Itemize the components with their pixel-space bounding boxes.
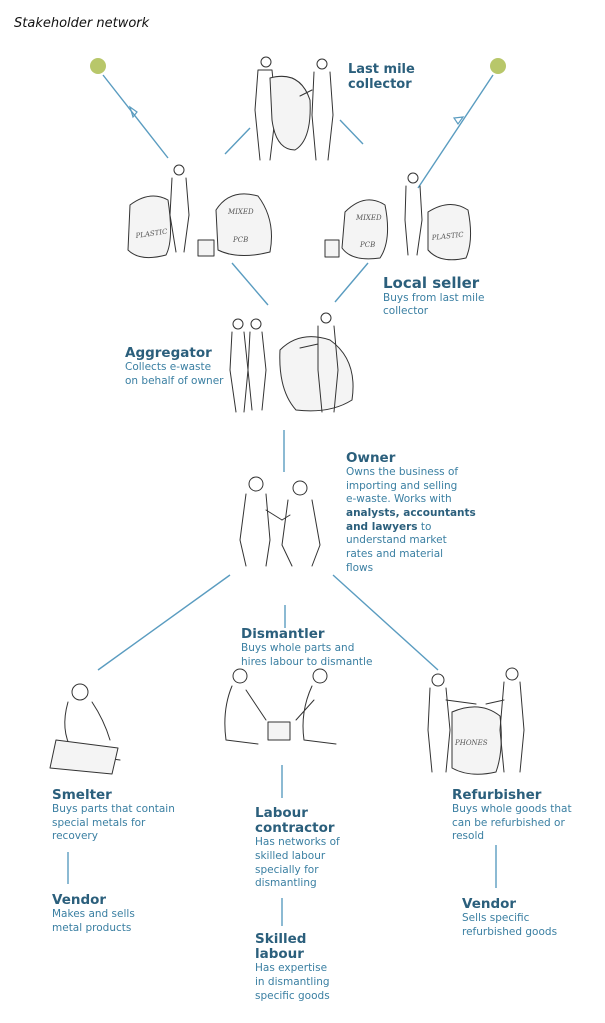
link-dot-right-to-collector xyxy=(417,74,494,189)
node-refurbisher: Refurbisher Buys whole goods that can be… xyxy=(452,787,572,844)
node-refurbisher-name: Refurbisher xyxy=(452,787,542,803)
node-local-seller: Local seller Buys from last mile collect… xyxy=(383,275,484,319)
link-lastmile-right xyxy=(339,119,364,145)
node-dismantler: Dismantler Buys whole parts and hires la… xyxy=(241,626,373,669)
node-owner: Owner Owns the business of importing and… xyxy=(346,450,476,575)
node-refurbisher-desc-3: resold xyxy=(452,830,485,843)
node-owner-name: Owner xyxy=(346,450,396,466)
node-smelter: Smelter Buys parts that contain special … xyxy=(52,787,175,844)
node-dismantler-desc-1: Buys whole parts and xyxy=(241,642,355,655)
node-last-mile-collector: Last mile collector xyxy=(348,62,415,92)
node-skilled-labour: Skilled labour Has expertise in dismantl… xyxy=(255,931,330,1003)
page-title: Stakeholder network xyxy=(14,16,150,31)
node-skilled-labour-desc-2: in dismantling xyxy=(255,975,330,988)
node-aggregator-desc-2: on behalf of owner xyxy=(125,374,224,387)
sketch-right-seller: MIXED PCB PLASTIC xyxy=(324,172,472,261)
node-refurbisher-desc-2: can be refurbished or xyxy=(452,816,565,829)
svg-text:PCB: PCB xyxy=(232,236,248,244)
node-last-mile-collector-name-2: collector xyxy=(348,76,412,92)
node-owner-desc-2: importing and selling xyxy=(346,479,458,492)
link-right-to-aggregator xyxy=(334,262,369,303)
arrow-left xyxy=(128,105,138,119)
svg-text:MIXED: MIXED xyxy=(227,208,254,216)
source-dot-left xyxy=(90,58,106,74)
node-owner-desc-5: and lawyers to xyxy=(346,521,476,535)
arrow-right xyxy=(452,116,465,126)
link-owner-to-smelter xyxy=(97,574,231,671)
node-labour-contractor-name-1: Labour xyxy=(255,805,308,821)
sketch-left-seller: PLASTIC MIXED PCB xyxy=(127,164,272,259)
node-skilled-labour-desc-3: specific goods xyxy=(255,989,330,1002)
sketch-dismantler xyxy=(224,668,337,745)
node-vendor-metal-desc-2: metal products xyxy=(52,921,132,934)
node-owner-desc-bold-2: and lawyers xyxy=(346,520,418,533)
node-owner-desc-3: e-waste. Works with xyxy=(346,493,452,506)
node-owner-desc-7: rates and material xyxy=(346,547,444,560)
node-local-seller-desc-1: Buys from last mile xyxy=(383,291,485,304)
node-owner-desc-1: Owns the business of xyxy=(346,466,459,479)
node-labour-contractor-desc-2: skilled labour xyxy=(255,849,326,862)
link-lastmile-left xyxy=(224,127,251,155)
node-labour-contractor-desc-3: specially for xyxy=(255,863,319,876)
node-labour-contractor-desc-4: dismantling xyxy=(255,877,317,890)
source-dot-right xyxy=(490,58,506,74)
node-owner-desc-6: understand market xyxy=(346,534,447,547)
svg-text:MIXED: MIXED xyxy=(355,214,382,222)
node-aggregator-desc-1: Collects e-waste xyxy=(125,361,212,374)
sketch-last-mile-collector xyxy=(254,56,334,161)
node-smelter-desc-3: recovery xyxy=(52,830,98,843)
node-owner-desc-bold-1: analysts, accountants xyxy=(346,507,476,520)
link-left-to-aggregator xyxy=(231,262,269,306)
node-owner-desc-8: flows xyxy=(346,561,374,574)
node-skilled-labour-desc-1: Has expertise xyxy=(255,962,328,975)
svg-text:PHONES: PHONES xyxy=(454,739,488,747)
sketch-aggregator xyxy=(229,312,354,413)
node-vendor-refurb-name: Vendor xyxy=(462,896,517,912)
node-dismantler-name: Dismantler xyxy=(241,626,325,642)
node-vendor-metal-desc-1: Makes and sells xyxy=(52,908,135,921)
link-owner-to-refurbisher xyxy=(332,574,439,671)
node-labour-contractor-name-2: contractor xyxy=(255,820,335,837)
node-labour-contractor: Labour contractor Has networks of skille… xyxy=(255,805,340,891)
node-dismantler-desc-2: hires labour to dismantle xyxy=(241,655,373,668)
sketch-smelter xyxy=(49,683,121,775)
node-aggregator: Aggregator Collects e-waste on behalf of… xyxy=(125,345,224,388)
sketch-refurbisher: PHONES xyxy=(427,667,525,775)
node-vendor-metal-name: Vendor xyxy=(52,892,107,908)
node-smelter-name: Smelter xyxy=(52,787,112,803)
node-skilled-labour-name-2: labour xyxy=(255,946,304,963)
node-last-mile-collector-name-1: Last mile xyxy=(348,62,415,77)
node-smelter-desc-2: special metals for xyxy=(52,816,146,829)
svg-text:PCB: PCB xyxy=(359,241,375,249)
link-dot-left-to-collector xyxy=(102,74,169,159)
node-vendor-refurb-desc-2: refurbished goods xyxy=(462,925,558,938)
sketch-owner xyxy=(239,476,321,567)
node-owner-desc-4: analysts, accountants xyxy=(346,507,476,521)
node-smelter-desc-1: Buys parts that contain xyxy=(52,803,175,816)
node-vendor-metal: Vendor Makes and sells metal products xyxy=(52,892,135,935)
node-owner-desc-5-rest: to xyxy=(417,520,432,533)
svg-text:PLASTIC: PLASTIC xyxy=(430,231,464,242)
node-vendor-refurb-desc-1: Sells specific xyxy=(462,912,530,925)
node-refurbisher-desc-1: Buys whole goods that xyxy=(452,803,572,816)
node-vendor-refurb: Vendor Sells specific refurbished goods xyxy=(462,896,558,939)
node-labour-contractor-desc-1: Has networks of xyxy=(255,836,340,849)
node-skilled-labour-name-1: Skilled xyxy=(255,931,307,947)
node-local-seller-name: Local seller xyxy=(383,274,480,292)
node-local-seller-desc-2: collector xyxy=(383,305,429,318)
node-aggregator-name: Aggregator xyxy=(125,345,212,361)
